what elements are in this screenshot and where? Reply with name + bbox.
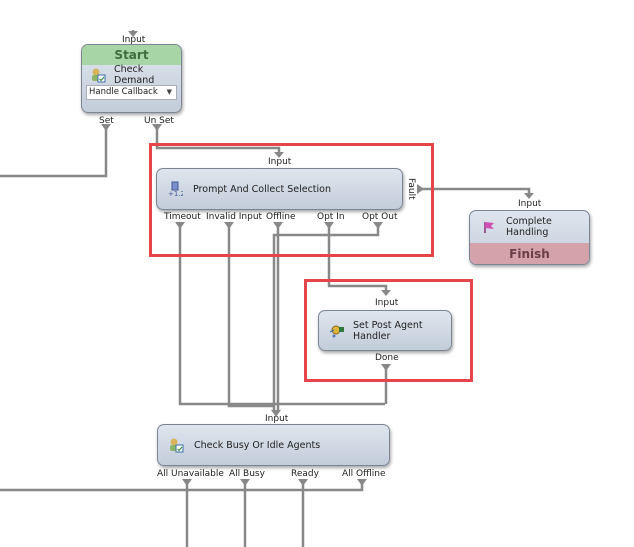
check-demand-node[interactable]: Start Check Demand Handle Callback ▼ bbox=[81, 44, 182, 113]
complete-input-label: Input bbox=[518, 199, 542, 209]
all-offline-port-arrow bbox=[357, 479, 367, 486]
check-busy-idle-node[interactable]: Check Busy Or Idle Agents bbox=[157, 424, 390, 466]
port-offline-label: Offline bbox=[266, 212, 296, 222]
port-set-label: Set bbox=[99, 116, 114, 126]
complete-handling-title: Complete Handling bbox=[506, 216, 552, 238]
post-agent-input-arrow bbox=[381, 290, 391, 296]
prompt-input-label: Input bbox=[268, 157, 292, 167]
check-busy-idle-title: Check Busy Or Idle Agents bbox=[194, 439, 321, 451]
wire-unset-to-prompt bbox=[155, 128, 281, 154]
fault-port-arrow bbox=[417, 184, 424, 194]
port-opt-out-label: Opt Out bbox=[362, 212, 398, 222]
check-demand-title: Check Demand bbox=[114, 64, 155, 86]
port-ready-label: Ready bbox=[291, 469, 319, 479]
dropdown-value: Handle Callback bbox=[89, 87, 158, 97]
start-input-label: Input bbox=[122, 35, 146, 45]
wire-set bbox=[0, 128, 108, 178]
busy-idle-input-arrow bbox=[271, 410, 281, 417]
port-unset-label: Un Set bbox=[144, 116, 174, 126]
timeout-port-arrow bbox=[175, 222, 185, 229]
post-agent-input-label: Input bbox=[375, 298, 399, 308]
opt-in-port-arrow bbox=[324, 222, 334, 229]
offline-port-arrow bbox=[273, 222, 283, 229]
prompt-collect-node[interactable]: +1.2 Prompt And Collect Selection bbox=[156, 168, 403, 210]
set-post-agent-title: Set Post Agent Handler bbox=[353, 319, 423, 342]
prompt-collect-icon: +1.2 bbox=[167, 181, 185, 198]
start-input-arrow bbox=[128, 31, 138, 37]
svg-text:+1.2: +1.2 bbox=[168, 190, 183, 197]
all-busy-port-arrow bbox=[240, 479, 250, 486]
wire-invalid-input bbox=[227, 226, 274, 408]
prompt-collect-title: Prompt And Collect Selection bbox=[193, 183, 331, 195]
set-port-arrow bbox=[101, 124, 111, 131]
port-done-label: Done bbox=[375, 353, 399, 363]
port-fault-label: Fault bbox=[406, 178, 416, 200]
prompt-highlight-box bbox=[149, 143, 434, 257]
port-invalid-input-label: Invalid Input bbox=[206, 212, 263, 222]
chevron-down-icon[interactable]: ▼ bbox=[166, 88, 172, 96]
all-unavailable-port-arrow bbox=[182, 479, 192, 486]
handle-callback-dropdown[interactable]: Handle Callback ▼ bbox=[86, 85, 177, 100]
wire-opt-out bbox=[272, 226, 380, 412]
port-all-offline-label: All Offline bbox=[342, 469, 386, 479]
port-all-unavailable-label: All Unavailable bbox=[157, 469, 224, 479]
wire-all-offline bbox=[0, 483, 364, 492]
port-timeout-label: Timeout bbox=[164, 212, 201, 222]
post-agent-highlight-box bbox=[304, 279, 473, 382]
unset-port-arrow bbox=[152, 124, 162, 131]
invalid-input-port-arrow bbox=[224, 222, 234, 229]
wire-fault-to-complete bbox=[420, 187, 531, 196]
busy-idle-input-label: Input bbox=[265, 414, 289, 424]
set-post-agent-node[interactable]: Set Post Agent Handler bbox=[318, 310, 452, 351]
wire-timeout bbox=[178, 226, 385, 406]
set-handler-icon bbox=[329, 323, 345, 339]
complete-input-arrow bbox=[524, 193, 534, 199]
finish-band: Finish bbox=[470, 243, 589, 264]
done-port-arrow bbox=[381, 364, 391, 371]
check-demand-icon bbox=[90, 67, 106, 83]
start-band: Start bbox=[82, 45, 181, 65]
complete-handling-node[interactable]: Complete Handling Finish bbox=[469, 210, 590, 265]
prompt-input-arrow bbox=[274, 152, 284, 158]
port-all-busy-label: All Busy bbox=[229, 469, 265, 479]
check-agents-icon bbox=[168, 437, 184, 453]
opt-out-port-arrow bbox=[373, 222, 383, 229]
ready-port-arrow bbox=[298, 479, 308, 486]
port-opt-in-label: Opt In bbox=[317, 212, 345, 222]
finish-flag-icon bbox=[482, 219, 498, 235]
